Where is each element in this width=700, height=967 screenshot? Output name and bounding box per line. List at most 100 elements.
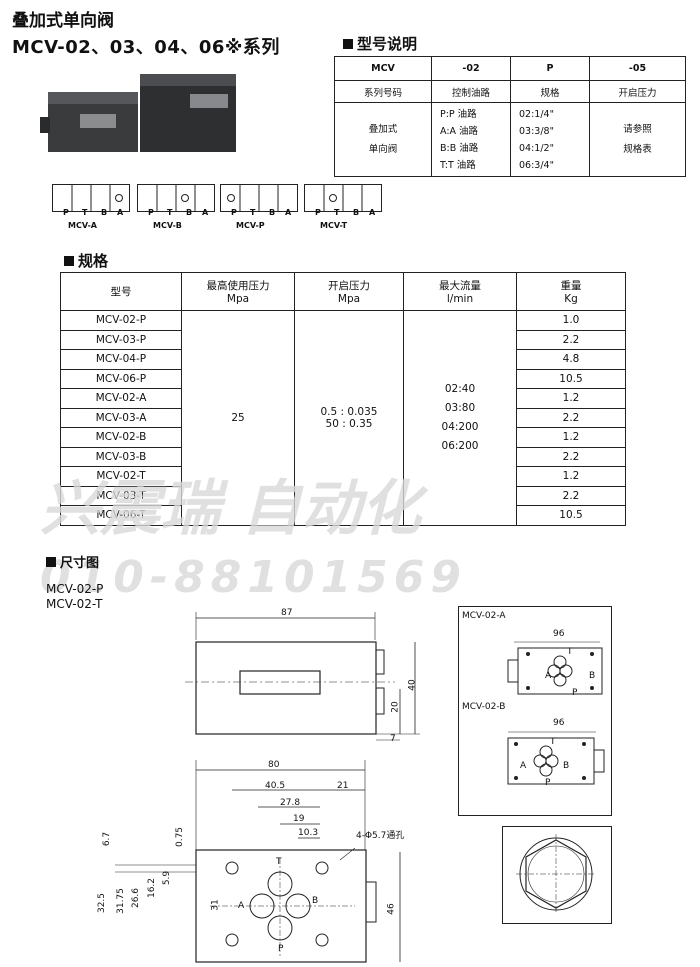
port-label: T — [82, 208, 88, 217]
model-table: MCV -02 P -05 系列号码 控制油路 规格 开启压力 叠加式 单向阀 … — [334, 56, 686, 177]
dim-26-6: 26.6 — [131, 887, 142, 909]
dim-5-9: 5.9 — [162, 870, 173, 886]
port-label: A — [285, 208, 292, 217]
top-view-drawing — [185, 612, 420, 741]
port-label: P — [63, 208, 69, 217]
port-label: B — [563, 761, 570, 771]
port-label: B — [312, 896, 319, 906]
dim-31: 31 — [210, 899, 221, 911]
spec-weight-cell: 2.2 — [516, 407, 626, 428]
symbol-mcv-b — [137, 184, 215, 212]
variant-b-drawing — [507, 731, 605, 785]
variant-a-width: 96 — [553, 629, 565, 639]
symbol-mcv-a — [52, 184, 130, 212]
symbol-mcv-t — [304, 184, 382, 212]
port-label: T — [167, 208, 173, 217]
spec-weight-cell: 1.2 — [516, 427, 626, 448]
spec-model-cell: MCV-02-B — [60, 427, 182, 448]
model-cell: -05 — [589, 56, 686, 81]
end-view-panel — [502, 826, 612, 924]
port-label: A — [238, 901, 245, 911]
size-line: 02:1/4" — [519, 108, 554, 120]
spec-model-cell: MCV-02-A — [60, 388, 182, 409]
dim-21: 21 — [337, 781, 349, 791]
max-pressure-cell: 25 — [181, 310, 295, 526]
spec-model-cell: MCV-06-T — [60, 505, 182, 526]
symbol-caption: MCV-P — [236, 221, 265, 230]
spec-model-cell: MCV-02-P — [60, 310, 182, 331]
spec-model-cell: MCV-04-P — [60, 349, 182, 370]
spec-weight-cell: 2.2 — [516, 446, 626, 467]
model-cell: 系列号码 — [334, 80, 432, 103]
page-title: 叠加式单向阀 — [12, 11, 114, 31]
spec-weight-cell: 10.5 — [516, 505, 626, 526]
port-label: A — [545, 671, 552, 681]
port-label: P — [545, 778, 551, 788]
port-label: B — [186, 208, 193, 217]
pressure-note-line: 规格表 — [623, 143, 652, 155]
variant-a-drawing — [507, 641, 603, 695]
control-line: A:A 油路 — [440, 125, 479, 137]
dimension-models: MCV-02-P MCV-02-T — [46, 582, 104, 611]
port-label: T — [250, 208, 256, 217]
crack-pressure-cell: 0.5 : 0.035 50 : 0.35 — [294, 310, 404, 526]
model-cell: 控制油路 — [431, 80, 511, 103]
spec-weight-cell: 10.5 — [516, 368, 626, 389]
port-label: P — [572, 688, 578, 698]
spec-weight-cell: 4.8 — [516, 349, 626, 370]
port-label: P — [315, 208, 321, 217]
dim-40: 40 — [407, 679, 418, 691]
spec-model-cell: MCV-03-P — [60, 329, 182, 350]
spec-weight-cell: 1.2 — [516, 388, 626, 409]
dim-31-75: 31.75 — [115, 888, 126, 914]
port-label: T — [276, 857, 282, 867]
variant-panel — [458, 606, 612, 816]
model-cell: -02 — [431, 56, 511, 81]
variant-b-width: 96 — [553, 718, 565, 728]
dim-87: 87 — [281, 608, 293, 618]
bullet-square-icon — [343, 38, 353, 49]
symbol-caption: MCV-A — [68, 221, 97, 230]
hole-note: 4-Φ5.7通孔 — [356, 831, 405, 841]
spec-model-cell: MCV-03-T — [60, 485, 182, 506]
dim-6-7: 6.7 — [102, 831, 113, 847]
spec-weight-cell: 2.2 — [516, 329, 626, 350]
spec-header-cell: 型号 — [60, 272, 182, 311]
dim-80: 80 — [268, 760, 280, 770]
model-cell: 规格 — [510, 80, 590, 103]
symbol-mcv-p — [220, 184, 298, 212]
front-view-drawing — [115, 760, 401, 963]
symbol-caption: MCV-B — [153, 221, 182, 230]
spec-weight-cell: 1.0 — [516, 310, 626, 331]
port-label: T — [550, 737, 556, 747]
port-label: A — [202, 208, 209, 217]
dim-46: 46 — [386, 903, 397, 915]
spec-model-cell: MCV-06-P — [60, 368, 182, 389]
spec-section-heading: 规格 — [64, 250, 108, 271]
dim-0-75: 0.75 — [175, 826, 186, 848]
bullet-square-icon — [46, 556, 56, 567]
port-label: A — [369, 208, 376, 217]
port-label: A — [117, 208, 124, 217]
bullet-square-icon — [64, 255, 74, 266]
model-cell: MCV — [334, 56, 432, 81]
size-line: 03:3/8" — [519, 125, 554, 137]
size-line: 04:1/2" — [519, 142, 554, 154]
dim-19: 19 — [293, 814, 305, 824]
port-label: B — [589, 671, 596, 681]
model-section-heading: 型号说明 — [343, 33, 417, 54]
symbol-caption: MCV-T — [320, 221, 348, 230]
dim-7: 7 — [390, 734, 396, 744]
hex-end-view-drawing — [516, 834, 596, 914]
dim-20: 20 — [390, 701, 401, 713]
variant-b-label: MCV-02-B — [462, 702, 506, 712]
port-label: B — [269, 208, 276, 217]
control-line: B:B 油路 — [440, 142, 479, 154]
dim-16-2: 16.2 — [147, 877, 158, 899]
model-cell: P — [510, 56, 590, 81]
product-photo — [40, 74, 236, 152]
